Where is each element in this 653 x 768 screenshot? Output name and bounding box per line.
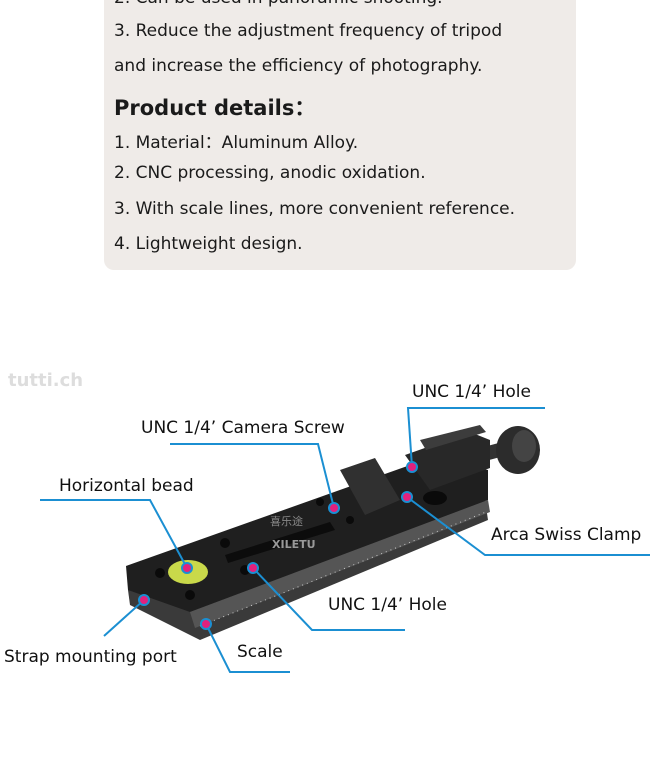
callout-unc-hole-bottom: UNC 1/4’ Hole: [328, 595, 447, 615]
clamp-plate: 喜乐途 XILETU: [126, 425, 540, 640]
callout-lines: [40, 407, 650, 673]
feature-item: and increase the efficiency of photograp…: [114, 56, 483, 76]
callout-unc-hole-top: UNC 1/4’ Hole: [412, 382, 531, 402]
brand-watermark-cn: 喜乐途: [270, 514, 303, 528]
callout-horizontal-bead: Horizontal bead: [59, 476, 194, 496]
callout-arca-clamp: Arca Swiss Clamp: [491, 525, 642, 545]
detail-item: 2. CNC processing, anodic oxidation.: [114, 163, 426, 183]
detail-item: 3. With scale lines, more convenient ref…: [114, 199, 516, 219]
callout-strap-port: Strap mounting port: [4, 647, 177, 667]
description-panel: [104, 0, 576, 270]
feature-item: 2. Can be used in panoramic shooting.: [114, 0, 443, 8]
brand-watermark: XILETU: [272, 538, 316, 551]
callout-camera-screw: UNC 1/4’ Camera Screw: [141, 418, 345, 438]
tutti-watermark: tutti.ch: [8, 370, 84, 391]
detail-item: 1. Material：Aluminum Alloy.: [114, 133, 359, 153]
callout-scale: Scale: [237, 642, 283, 662]
product-details-heading: Product details：: [114, 96, 316, 120]
feature-item: 3. Reduce the adjustment frequency of tr…: [114, 21, 503, 41]
callout-dots: [138, 461, 418, 630]
detail-item: 4. Lightweight design.: [114, 234, 303, 254]
